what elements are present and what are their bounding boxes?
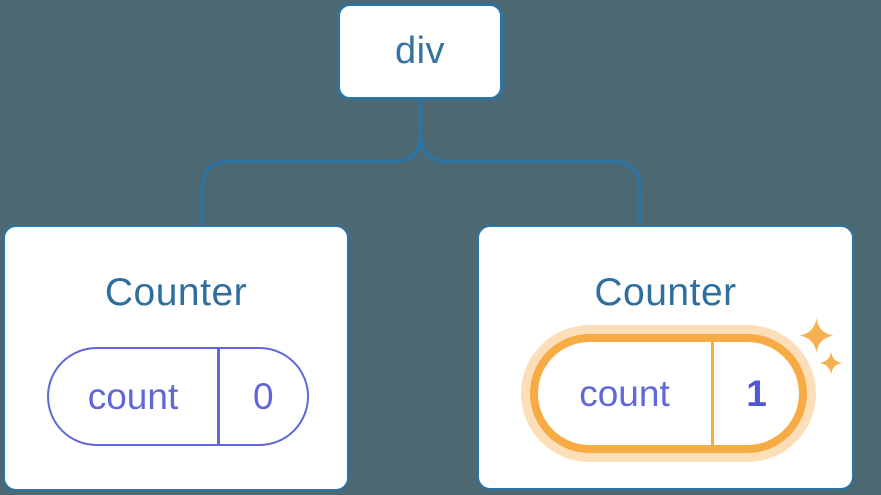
state-key-label-right: count <box>579 372 670 414</box>
root-node-label: div <box>394 30 446 72</box>
state-key-label-left: count <box>87 375 179 417</box>
counter-card-left-title: Counter <box>104 271 248 314</box>
root-node-div: div <box>337 3 503 100</box>
connector-root-to-left-child <box>200 100 423 226</box>
counter-card-left: Counter count 0 <box>3 225 349 491</box>
state-value-right: 1 <box>746 372 767 414</box>
state-pill-divider-left <box>217 349 220 444</box>
connector-root-to-right-child <box>418 100 642 226</box>
counter-card-right: Counter count 1 <box>477 225 854 490</box>
state-pill-left: count 0 <box>47 347 309 446</box>
state-pill-divider-right <box>711 342 714 445</box>
sparkles-icon <box>799 318 843 375</box>
counter-card-right-title: Counter <box>594 271 737 314</box>
state-value-left: 0 <box>252 375 274 417</box>
state-pill-right-highlighted: count 1 <box>530 334 807 453</box>
